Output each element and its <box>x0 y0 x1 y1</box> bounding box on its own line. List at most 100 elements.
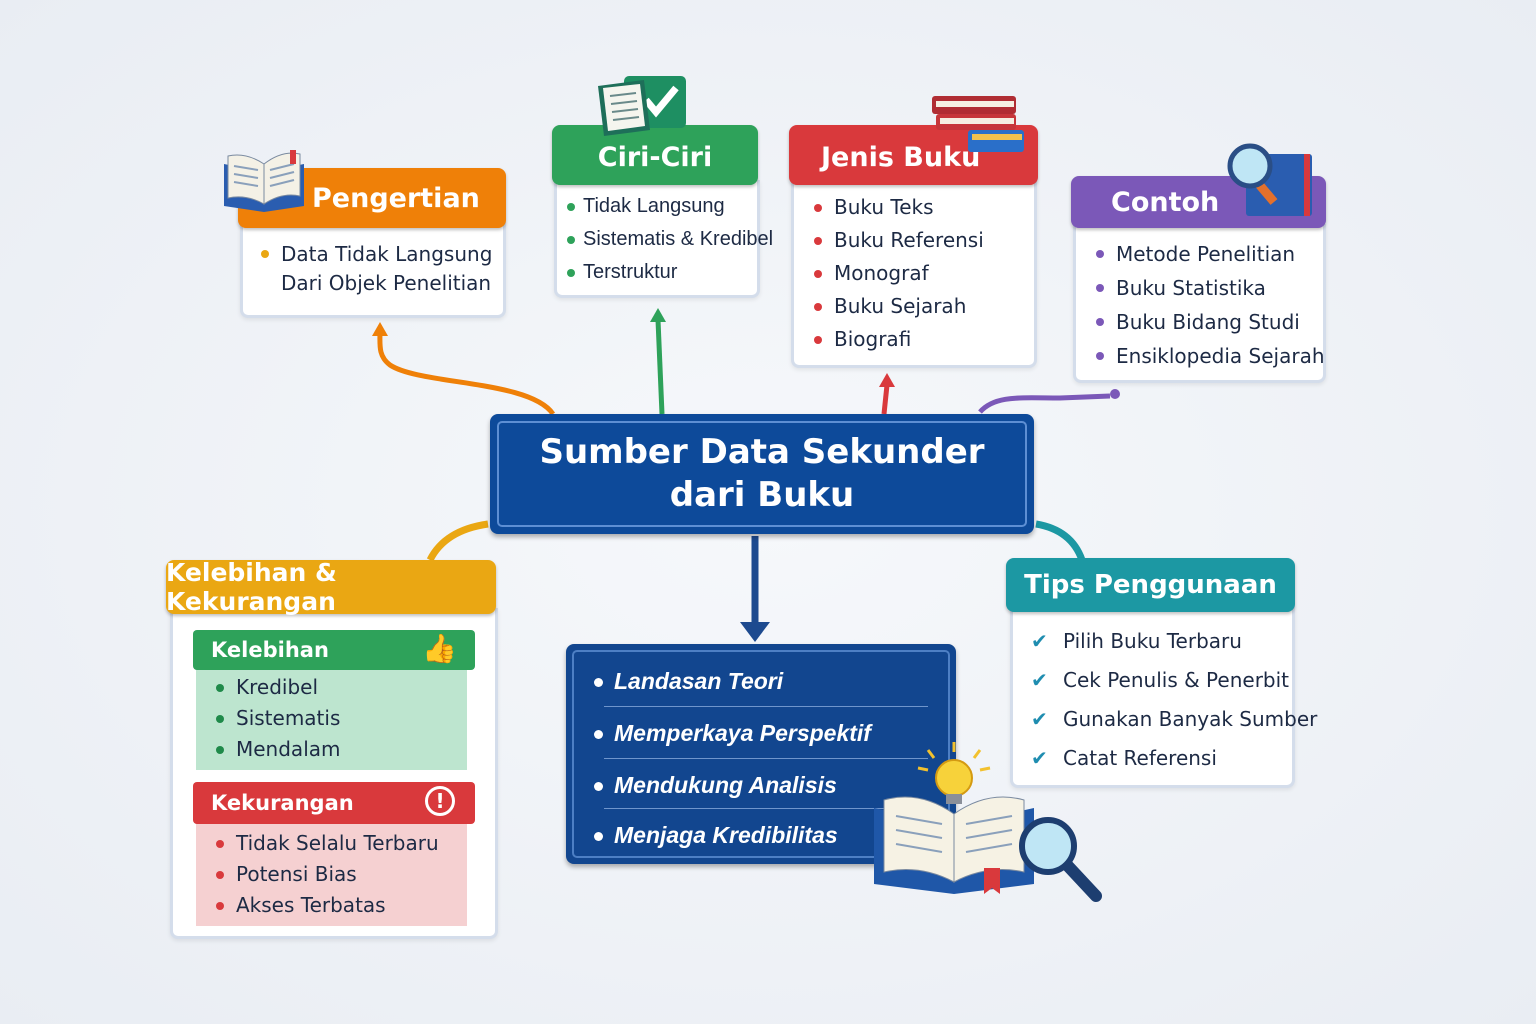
check-icon: ✔ <box>1031 746 1048 770</box>
book-stack-icon <box>932 96 1024 152</box>
kelebihan-body: Kredibel Sistematis Mendalam <box>196 668 467 770</box>
kelebihan-item: Mendalam <box>214 734 340 765</box>
jenis-title: Jenis Buku <box>821 141 981 173</box>
jenis-item: Buku Teks <box>812 191 984 224</box>
divider <box>604 758 928 759</box>
ciri-header: Ciri-Ciri <box>552 125 758 185</box>
kelebihan-kekurangan-title: Kelebihan & Kekurangan <box>166 558 337 616</box>
bullet-icon <box>814 204 822 212</box>
check-icon: ✔ <box>1031 707 1048 731</box>
jenis-body: Buku Teks Buku Referensi Monograf Buku S… <box>791 180 1037 368</box>
ciri-item: Sistematis & Kredibel <box>565 223 773 256</box>
bullet-icon <box>594 730 603 739</box>
check-icon: ✔ <box>1031 668 1048 692</box>
kelebihan-item: Kredibel <box>214 672 340 703</box>
bullet-icon <box>594 832 603 841</box>
bullet-icon <box>1096 318 1104 326</box>
contoh-item: Buku Bidang Studi <box>1094 305 1325 339</box>
manfaat-item: Menjaga Kredibilitas <box>594 822 838 849</box>
connector-ciri <box>655 319 665 415</box>
tips-body: ✔Pilih Buku Terbaru ✔Cek Penulis & Pener… <box>1010 606 1317 788</box>
kelebihan-kekurangan-body: Kredibel Sistematis Mendalam Kelebihan 👍… <box>170 608 498 939</box>
open-book-icon <box>224 150 304 212</box>
kekurangan-item: Akses Terbatas <box>214 890 439 921</box>
bullet-icon <box>594 782 603 791</box>
bullet-icon <box>216 715 224 723</box>
jenis-item: Buku Referensi <box>812 224 984 257</box>
divider <box>604 808 928 809</box>
bullet-icon <box>216 684 224 692</box>
bullet-icon <box>814 336 822 344</box>
pengertian-title: Pengertian <box>312 182 480 214</box>
contoh-item: Metode Penelitian <box>1094 237 1325 271</box>
bullet-icon <box>567 203 575 211</box>
bullet-icon <box>594 678 603 687</box>
central-title-line2: dari Buku <box>669 475 855 515</box>
ciri-item: Terstruktur <box>565 256 773 289</box>
contoh-title: Contoh <box>1111 186 1220 218</box>
divider <box>604 706 928 707</box>
kelebihan-header: Kelebihan 👍 <box>193 630 475 670</box>
tips-item: ✔Gunakan Banyak Sumber <box>1031 700 1317 739</box>
kelebihan-item: Sistematis <box>214 703 340 734</box>
manfaat-item: Landasan Teori <box>594 668 783 695</box>
thumbs-up-icon: 👍 <box>422 632 457 665</box>
jenis-item: Buku Sejarah <box>812 290 984 323</box>
bullet-icon <box>567 269 575 277</box>
magnifier-book-icon <box>1227 143 1312 216</box>
connector-contoh <box>978 393 1111 414</box>
jenis-item: Monograf <box>812 257 984 290</box>
tips-item: ✔Pilih Buku Terbaru <box>1031 622 1317 661</box>
check-icon: ✔ <box>1031 629 1048 653</box>
kelebihan-kekurangan-header: Kelebihan & Kekurangan <box>166 558 496 616</box>
arrow-ciri <box>650 308 666 322</box>
bullet-icon <box>216 840 224 848</box>
ciri-item: Tidak Langsung <box>565 190 773 223</box>
connector-jenis <box>881 384 890 415</box>
kekurangan-title: Kekurangan <box>211 791 354 815</box>
checklist-document-icon <box>598 76 686 136</box>
kekurangan-header: Kekurangan ! <box>193 782 475 824</box>
bullet-icon <box>261 250 269 258</box>
central-topic-inner: Sumber Data Sekunder dari Buku <box>497 421 1027 527</box>
tips-header: Tips Penggunaan <box>1006 558 1295 612</box>
kelebihan-title: Kelebihan <box>211 638 329 662</box>
connector-kelebihan <box>426 520 489 562</box>
ciri-body: Tidak Langsung Sistematis & Kredibel Ter… <box>554 180 773 298</box>
tips-title: Tips Penggunaan <box>1024 570 1277 600</box>
kekurangan-body: Tidak Selalu Terbaru Potensi Bias Akses … <box>196 822 467 926</box>
jenis-item: Biografi <box>812 323 984 356</box>
central-title-line1: Sumber Data Sekunder <box>539 432 985 472</box>
bullet-icon <box>216 871 224 879</box>
manfaat-item: Memperkaya Perspektif <box>594 720 871 747</box>
bullet-icon <box>216 746 224 754</box>
arrow-jenis <box>879 373 895 387</box>
ciri-title: Ciri-Ciri <box>597 141 713 173</box>
arrow-manfaat <box>740 622 770 642</box>
arrow-pengertian <box>372 322 388 336</box>
contoh-item: Buku Statistika <box>1094 271 1325 305</box>
contoh-body: Metode Penelitian Buku Statistika Buku B… <box>1073 224 1326 383</box>
bullet-icon <box>567 236 575 244</box>
bullet-icon <box>814 303 822 311</box>
contoh-item: Ensiklopedia Sejarah <box>1094 339 1325 373</box>
connector-contoh-end <box>1110 389 1120 399</box>
central-topic: Sumber Data Sekunder dari Buku <box>490 414 1034 534</box>
bullet-icon <box>216 902 224 910</box>
tips-item: ✔Catat Referensi <box>1031 739 1317 778</box>
connector-pengertian <box>377 329 556 416</box>
kekurangan-item: Tidak Selalu Terbaru <box>214 828 439 859</box>
warning-icon: ! <box>425 786 455 816</box>
bullet-icon <box>1096 352 1104 360</box>
manfaat-box-inner: Landasan Teori Memperkaya Perspektif Men… <box>572 650 950 858</box>
bullet-icon <box>814 237 822 245</box>
bullet-icon <box>1096 284 1104 292</box>
bullet-icon <box>1096 250 1104 258</box>
connector-tips <box>1035 520 1086 562</box>
tips-item: ✔Cek Penulis & Penerbit <box>1031 661 1317 700</box>
kekurangan-item: Potensi Bias <box>214 859 439 890</box>
